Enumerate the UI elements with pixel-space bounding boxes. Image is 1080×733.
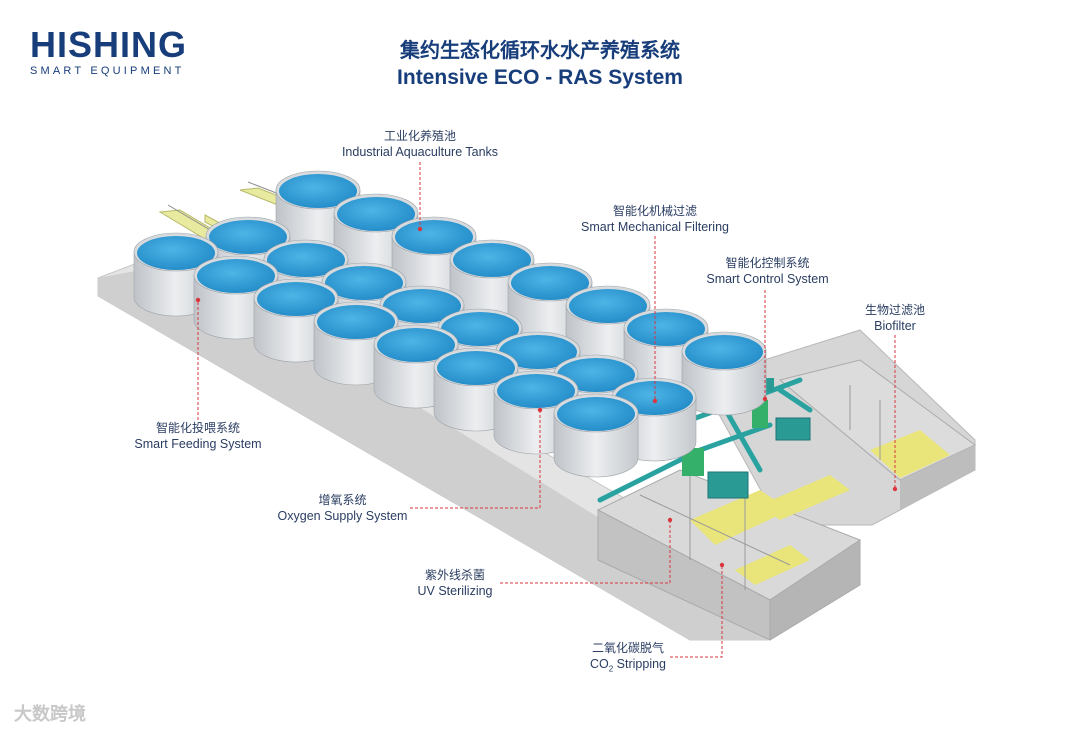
logo-tagline: SMART EQUIPMENT (30, 65, 185, 77)
treatment-building (596, 359, 976, 641)
title-chinese: 集约生态化循环水水产养殖系统 (400, 38, 680, 62)
brand-logo: HISHING SMART EQUIPMENT (30, 24, 188, 78)
callout-leaders (197, 162, 896, 658)
callout-co2-stripping: 二氧化碳脱气 CO2 Stripping (589, 641, 666, 674)
aquaculture-tank (681, 331, 767, 416)
title-english: Intensive ECO - RAS System (397, 66, 683, 89)
callout-oxygen-supply: 增氧系统 Oxygen Supply System (277, 493, 408, 523)
callout-uv-sterilizing: 紫外线杀菌 UV Sterilizing (417, 568, 493, 598)
logo-wordmark: HISHING (30, 24, 188, 65)
callout-anchor-dots (195, 226, 898, 568)
callout-feeding-system: 智能化投喂系统 Smart Feeding System (134, 421, 262, 451)
callout-mechanical-filtering: 智能化机械过滤 Smart Mechanical Filtering (581, 204, 729, 234)
watermark-text: 大数跨境 (14, 704, 86, 725)
aquaculture-tank (553, 393, 639, 478)
callout-biofilter: 生物过滤池 Biofilter (864, 303, 925, 333)
callout-tanks: 工业化养殖池 Industrial Aquaculture Tanks (341, 129, 499, 159)
callout-control-system: 智能化控制系统 Smart Control System (706, 256, 829, 286)
